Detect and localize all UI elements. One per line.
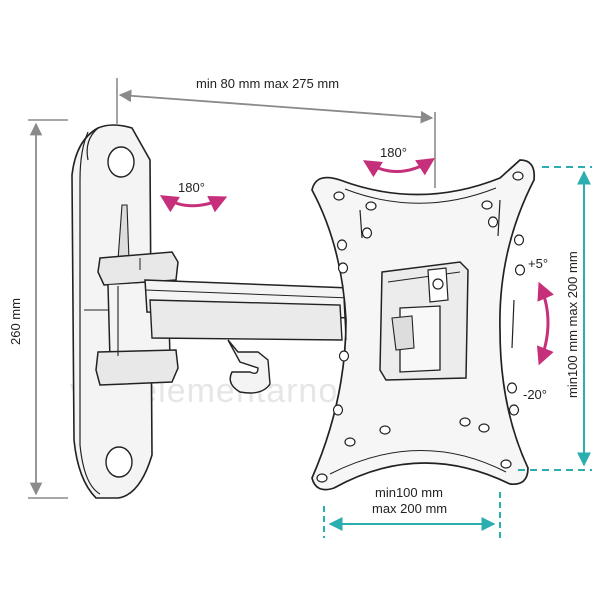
wall-swivel-label: 180°	[178, 180, 205, 195]
vesa-horizontal-dimension: min100 mm max 200 mm	[323, 485, 501, 538]
plate-swivel-label: 180°	[380, 145, 407, 160]
tilt-up-label: +5°	[528, 256, 548, 271]
vesa-plate	[311, 159, 536, 491]
wall-screw-hole-top	[107, 146, 135, 178]
arm-extension-label: min 80 mm max 275 mm	[196, 76, 339, 91]
wall-swivel-indicator: 180°	[159, 180, 228, 213]
plate-swivel-indicator: 180°	[362, 145, 436, 178]
tilt-mechanism	[379, 261, 469, 381]
arm-extension-dimension: min 80 mm max 275 mm	[116, 76, 436, 188]
height-label: 260 mm	[8, 298, 23, 345]
vesa-horizontal-max-label: max 200 mm	[372, 501, 447, 516]
vesa-vertical-label: min100 mm max 200 mm	[565, 251, 580, 398]
vesa-vertical-dimension: min100 mm max 200 mm	[518, 166, 592, 471]
swivel-arm	[144, 279, 353, 394]
vesa-horizontal-min-label: min100 mm	[375, 485, 443, 500]
tilt-down-label: -20°	[523, 387, 547, 402]
wall-screw-hole-bottom	[105, 446, 133, 478]
tilt-indicator: +5° -20°	[523, 256, 554, 402]
height-dimension: 260 mm	[8, 119, 68, 499]
